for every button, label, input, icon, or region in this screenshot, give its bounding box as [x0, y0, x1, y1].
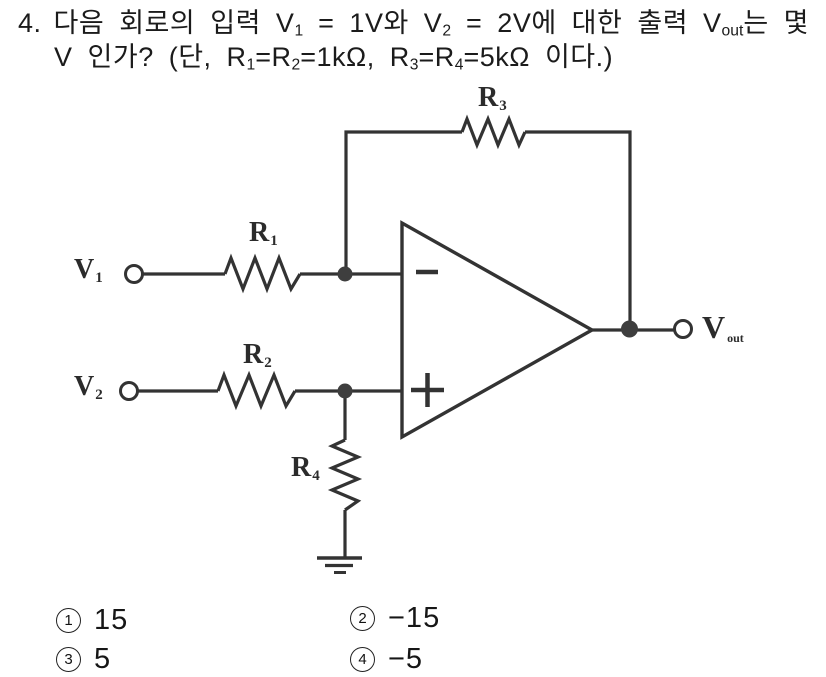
label-v1: V1 — [74, 254, 103, 286]
opamp-triangle — [400, 220, 596, 440]
label-r4: R4 — [291, 452, 320, 484]
question-text: 다음 회로의 입력 V — [53, 8, 295, 38]
resistor-r1 — [223, 253, 302, 294]
option-1-label: 15 — [94, 604, 129, 636]
noninverting-input-plus-symbol — [411, 373, 444, 407]
option-2[interactable]: 2 −15 — [350, 604, 440, 633]
option-4-label: −5 — [388, 643, 424, 675]
subscript: 1 — [246, 56, 256, 74]
junction-dot-output — [621, 320, 638, 338]
option-2-label: −15 — [388, 602, 441, 634]
option-1-number-badge: 1 — [56, 608, 81, 633]
subscript: 3 — [409, 56, 419, 74]
option-1[interactable]: 1 15 — [56, 606, 128, 635]
resistor-r3 — [460, 114, 527, 150]
option-3[interactable]: 3 5 — [56, 645, 111, 674]
subscript: 2 — [291, 56, 301, 74]
question-number: 4. — [18, 8, 42, 38]
resistor-r2 — [216, 370, 297, 411]
junction-dot-inverting — [337, 266, 353, 282]
question-text: V 인가? (단, R — [54, 42, 247, 72]
subscript: 2 — [442, 22, 452, 40]
question-line-2: V 인가? (단, R1=R2=1kΩ, R3=R4=5kΩ 이다.) — [54, 42, 614, 74]
option-4-number-badge: 4 — [350, 647, 375, 672]
label-r2: R2 — [243, 339, 272, 371]
label-v2: V2 — [74, 371, 103, 403]
subscript: 4 — [454, 56, 464, 74]
junction-dot-noninverting — [337, 383, 353, 399]
subscript: 1 — [294, 22, 304, 40]
resistor-r4 — [327, 438, 363, 512]
label-r1: R1 — [249, 217, 278, 249]
v2-terminal — [119, 381, 139, 401]
vout-terminal — [673, 319, 693, 339]
option-3-label: 5 — [94, 643, 112, 675]
label-r3: R3 — [478, 82, 507, 114]
v1-terminal — [124, 264, 144, 284]
option-3-number-badge: 3 — [56, 647, 81, 672]
option-2-number-badge: 2 — [350, 606, 375, 631]
subscript: out — [721, 22, 744, 40]
option-4[interactable]: 4 −5 — [350, 645, 423, 674]
wire-feedback-left — [344, 130, 462, 274]
ground-icon — [317, 556, 362, 574]
wire-feedback-right — [525, 130, 632, 321]
question-line-1: 4.다음 회로의 입력 V1 = 1V와 V2 = 2V에 대한 출력 Vout… — [18, 8, 809, 40]
